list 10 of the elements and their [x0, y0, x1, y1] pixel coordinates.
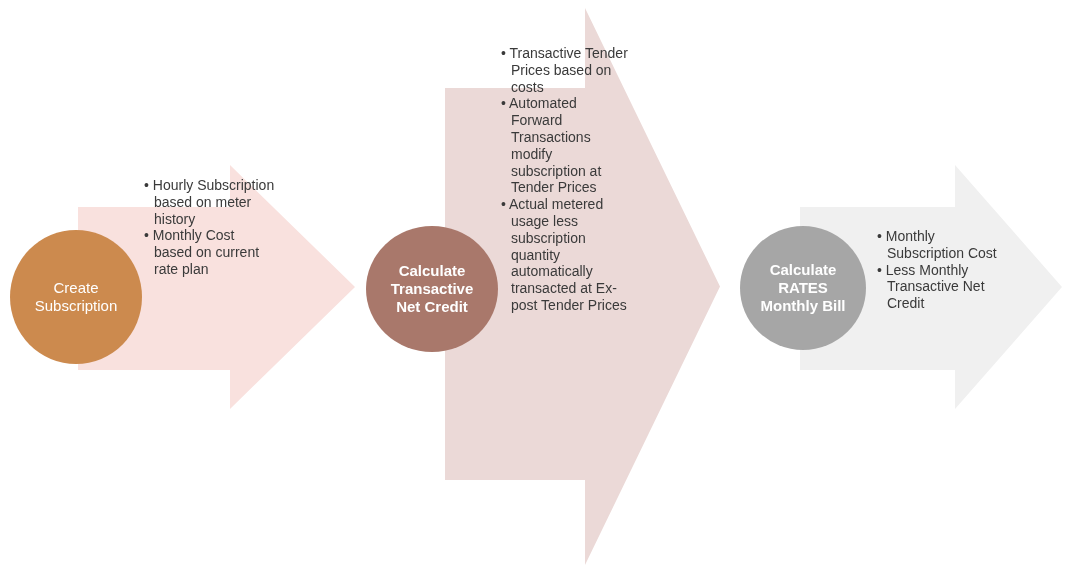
bullet-text: • Hourly Subscription based on meter history: [144, 177, 276, 228]
bullet-text: • Transactive Tender Prices based on costs: [501, 45, 629, 96]
bullet-text: • Monthly Subscription Cost: [877, 228, 998, 262]
bullet-text: • Actual metered usage less subscription quantity automatically transacted at Ex-post Tender Prices: [501, 196, 628, 314]
step-title: Calculate Transactive Net Credit: [389, 262, 475, 316]
bullet-text: • Monthly Cost based on current rate plan: [144, 227, 261, 278]
bullet-text: • Automated Forward Transactions modify subscription at Tender Prices: [501, 95, 603, 197]
step-title: Calculate RATES Monthly Bill: [759, 261, 847, 315]
bullet-text: • Less Monthly Transactive Net Credit: [877, 261, 986, 312]
step-title: Create Subscription: [33, 279, 119, 315]
